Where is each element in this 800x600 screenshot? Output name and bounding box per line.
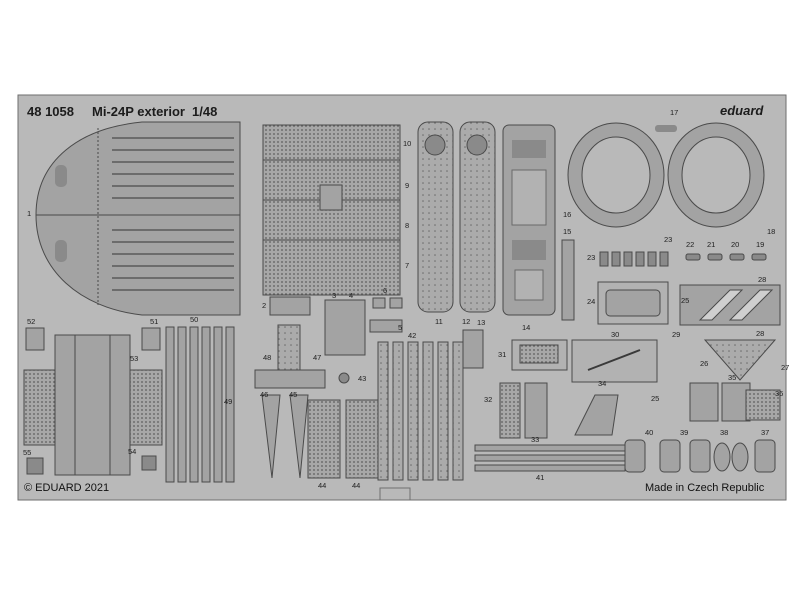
part-label: 21 <box>707 240 716 249</box>
part-label: 25 <box>651 394 660 403</box>
part-label: 29 <box>672 330 681 339</box>
catalog-number: 48 1058 <box>27 104 74 119</box>
part-label: 45 <box>289 390 298 399</box>
part-label: 51 <box>150 317 159 326</box>
part-label: 41 <box>536 473 545 482</box>
part-label: 44 <box>318 481 327 490</box>
part-label: 25 <box>681 296 690 305</box>
part-label: 27 <box>781 363 790 372</box>
brand-logo: eduard <box>720 103 764 118</box>
part-label: 48 <box>263 353 272 362</box>
part-label: 13 <box>477 318 486 327</box>
part-1-panel <box>35 121 241 316</box>
part-label: 19 <box>756 240 765 249</box>
parts-32-33 <box>499 382 548 439</box>
parts-19-23 <box>599 251 767 267</box>
part-label: 14 <box>522 323 531 332</box>
part-label: 55 <box>23 448 32 457</box>
part-label: 3 <box>332 291 337 300</box>
origin-text: Made in Czech Republic <box>645 482 765 494</box>
part-label: 24 <box>587 297 596 306</box>
part-label: 47 <box>313 353 322 362</box>
part-14-frame <box>502 124 556 316</box>
part-label: 38 <box>720 428 729 437</box>
parts-11-12-strips <box>417 121 496 313</box>
part-label: 18 <box>767 227 776 236</box>
part-label: 4 <box>349 291 354 300</box>
part-label: 1 <box>27 209 32 218</box>
part-34 <box>574 394 619 436</box>
part-label: 15 <box>563 227 572 236</box>
part-label: 2 <box>262 301 267 310</box>
part-label: 16 <box>563 210 572 219</box>
part-label: 10 <box>403 139 412 148</box>
part-30 <box>571 339 658 383</box>
part-label: 11 <box>435 317 443 326</box>
part-label: 53 <box>130 354 139 363</box>
parts-39-40 <box>624 439 776 473</box>
part-41-strips <box>474 444 626 472</box>
copyright-text: © EDUARD 2021 <box>24 482 110 494</box>
part-label: 40 <box>645 428 654 437</box>
part-label: 52 <box>27 317 36 326</box>
part-label: 9 <box>405 181 410 190</box>
part-label: 39 <box>680 428 689 437</box>
part-44-panels <box>307 399 379 479</box>
part-label: 8 <box>405 221 410 230</box>
parts-49-50-slats <box>165 326 235 483</box>
part-label: 54 <box>128 447 137 456</box>
part-label: 6 <box>383 286 388 295</box>
fret-tab <box>379 487 411 501</box>
part-label: 17 <box>670 108 679 117</box>
parts-7-10-panels <box>262 124 401 296</box>
part-label: 31 <box>498 350 507 359</box>
parts-16-18-rings <box>567 122 765 228</box>
part-42-strips <box>377 341 464 481</box>
parts-45-48 <box>254 324 350 479</box>
part-label: 28 <box>756 329 765 338</box>
part-label: 33 <box>531 435 540 444</box>
part-label: 44 <box>352 481 361 490</box>
part-label: 36 <box>775 389 784 398</box>
set-title: Mi-24P exterior <box>92 104 185 119</box>
parts-51-54-panel <box>23 327 163 476</box>
part-label: 23 <box>664 235 673 244</box>
parts-24-25-28 <box>597 281 781 326</box>
part-label: 26 <box>700 359 709 368</box>
part-label: 5 <box>398 323 403 332</box>
part-label: 50 <box>190 315 199 324</box>
part-label: 43 <box>358 374 367 383</box>
part-label: 37 <box>761 428 770 437</box>
part-label: 32 <box>484 395 493 404</box>
part-label: 34 <box>598 379 607 388</box>
part-label: 46 <box>260 390 269 399</box>
part-label: 42 <box>408 331 417 340</box>
part-label: 12 <box>462 317 471 326</box>
parts-35-38 <box>689 382 781 422</box>
part-label: 22 <box>686 240 695 249</box>
part-label: 30 <box>611 330 620 339</box>
part-label: 23 <box>587 253 596 262</box>
part-label: 28 <box>758 275 767 284</box>
part-label: 20 <box>731 240 740 249</box>
part-label: 7 <box>405 261 410 270</box>
scale-label: 1/48 <box>192 104 218 119</box>
parts-2-6 <box>269 296 403 356</box>
part-label: 49 <box>224 397 233 406</box>
parts-13-15 <box>462 239 575 369</box>
part-label: 35 <box>728 373 737 382</box>
part-27-triangle <box>703 339 777 381</box>
